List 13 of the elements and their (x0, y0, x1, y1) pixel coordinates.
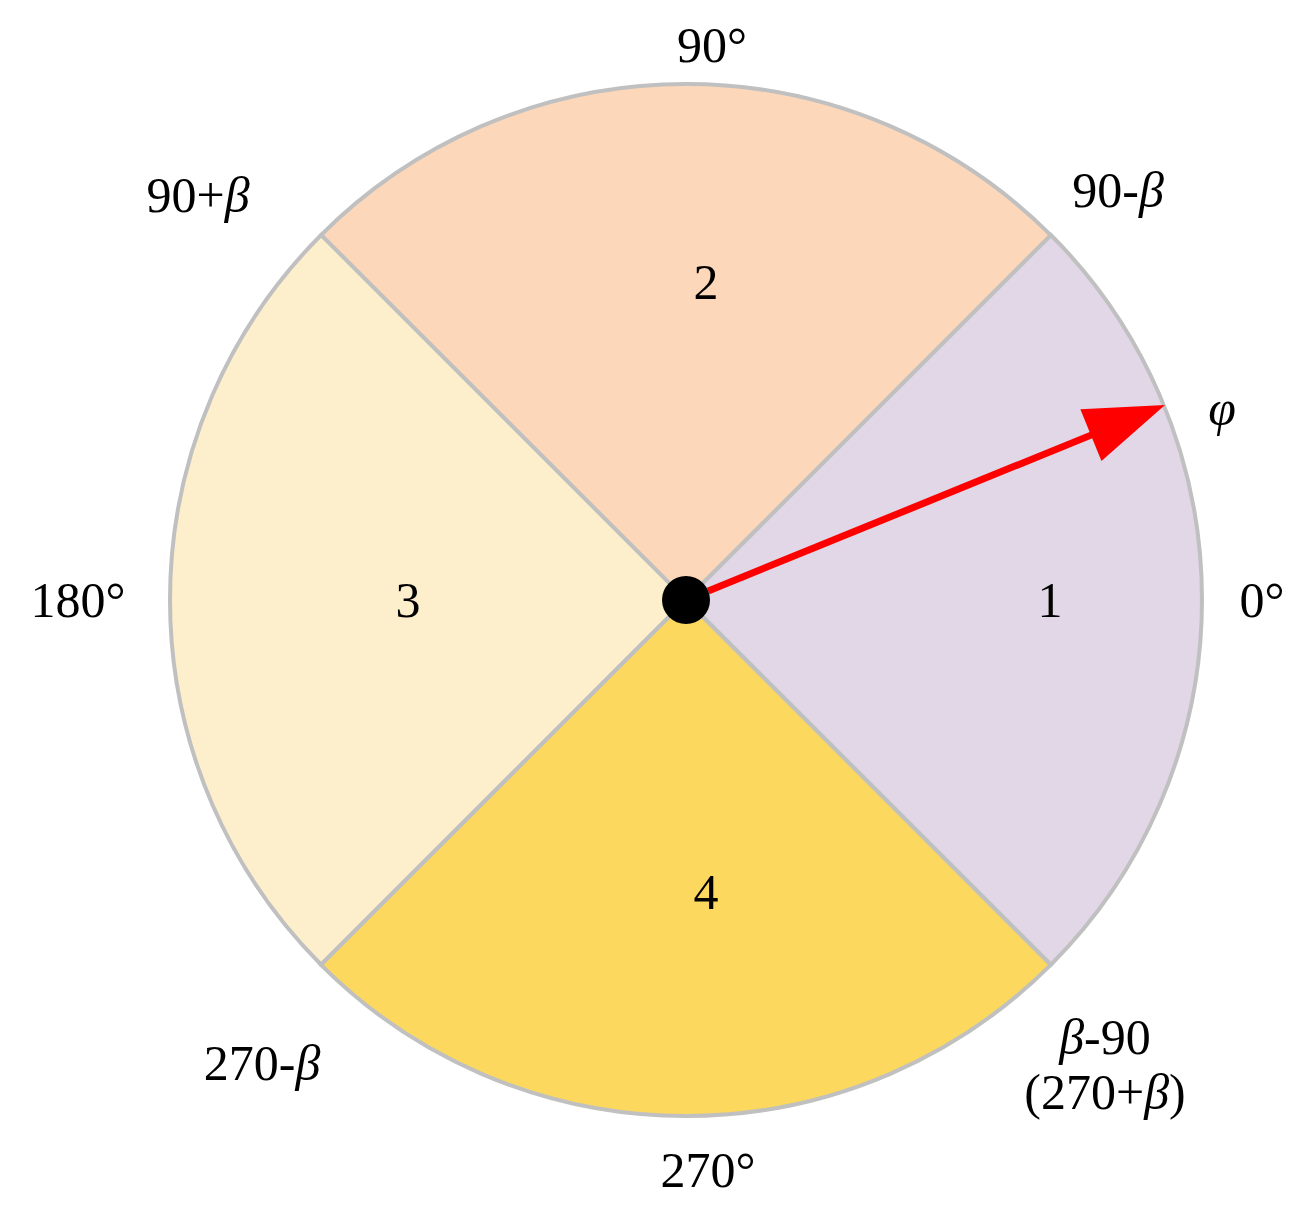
sector-number: 4 (693, 864, 719, 920)
angle-label: β-90 (270+β) (1024, 1010, 1186, 1120)
angle-label: 90+β (146, 167, 250, 223)
angle-label: 90° (677, 17, 747, 73)
angle-label: 270° (660, 1142, 756, 1198)
angle-symbol: φ (1208, 380, 1236, 436)
sector-number: 2 (693, 254, 719, 310)
sector-number: 3 (395, 572, 421, 628)
sector-number: 1 (1037, 572, 1063, 628)
angle-label: 90-β (1072, 162, 1164, 218)
angle-label: 270-β (203, 1035, 321, 1091)
angle-label: 180° (30, 572, 126, 628)
angle-label: 0° (1239, 572, 1285, 628)
